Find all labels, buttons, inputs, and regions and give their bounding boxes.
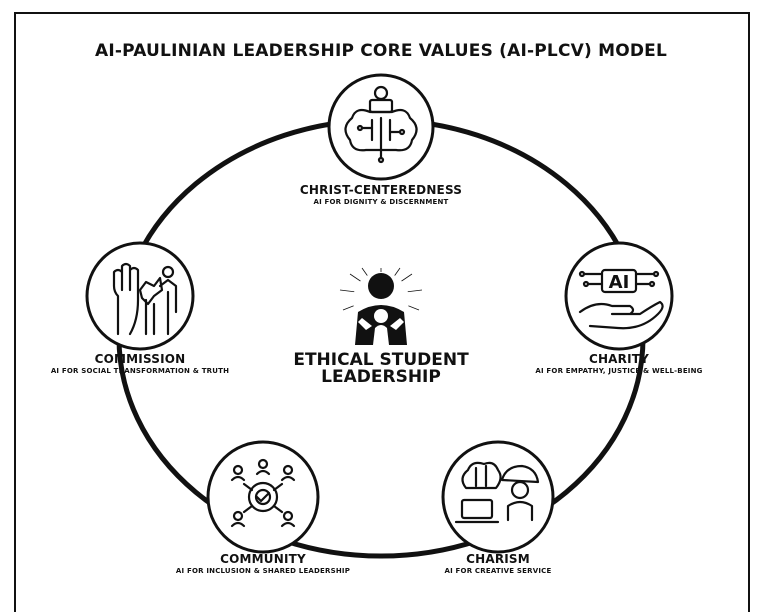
label-commission: COMMISSION AI FOR SOCIAL TRANSFORMATION … (40, 352, 240, 375)
person-brain-circuit-icon (344, 85, 418, 164)
node-subtitle: AI FOR EMPATHY, JUSTICE & WELL-BEING (535, 367, 703, 375)
node-community (206, 440, 320, 554)
node-subtitle: AI FOR DIGNITY & DISCERNMENT (313, 198, 449, 206)
label-charity: CHARITY AI FOR EMPATHY, JUSTICE & WELL-B… (519, 352, 719, 375)
node-commission (85, 241, 195, 351)
diagram-canvas: AI (85, 73, 674, 559)
node-subtitle: AI FOR CREATIVE SERVICE (444, 567, 552, 575)
outer-frame (14, 12, 750, 612)
diagram-title: AI-PAULINIAN LEADERSHIP CORE VALUES (AI-… (94, 41, 668, 61)
center-label: ETHICAL STUDENT LEADERSHIP (281, 352, 481, 386)
center-label-line1: ETHICAL STUDENT (293, 350, 469, 370)
label-charism: CHARISM AI FOR CREATIVE SERVICE (428, 552, 568, 575)
node-subtitle: AI FOR SOCIAL TRANSFORMATION & TRUTH (50, 367, 230, 375)
leader-silhouette-icon (339, 267, 423, 345)
node-subtitle: AI FOR INCLUSION & SHARED LEADERSHIP (175, 567, 351, 575)
engineer-laptop-icon (454, 461, 540, 524)
node-christ-centeredness (327, 73, 435, 181)
label-community: COMMUNITY AI FOR INCLUSION & SHARED LEAD… (163, 552, 363, 575)
ai-hand-icon (578, 268, 664, 330)
node-name: COMMISSION (94, 352, 186, 366)
center-label-line2: LEADERSHIP (321, 367, 441, 387)
label-christ-centeredness: CHRIST-CENTEREDNESS AI FOR DIGNITY & DIS… (281, 183, 481, 206)
node-name: COMMUNITY (220, 552, 306, 566)
node-name: CHARISM (466, 552, 530, 566)
network-gear-icon (230, 458, 296, 528)
hand-person-icon (112, 262, 178, 336)
node-charism (441, 440, 555, 554)
node-name: CHRIST-CENTEREDNESS (299, 183, 463, 197)
ai-text: AI (609, 272, 630, 293)
node-name: CHARITY (588, 352, 650, 366)
node-charity: AI (564, 241, 674, 351)
